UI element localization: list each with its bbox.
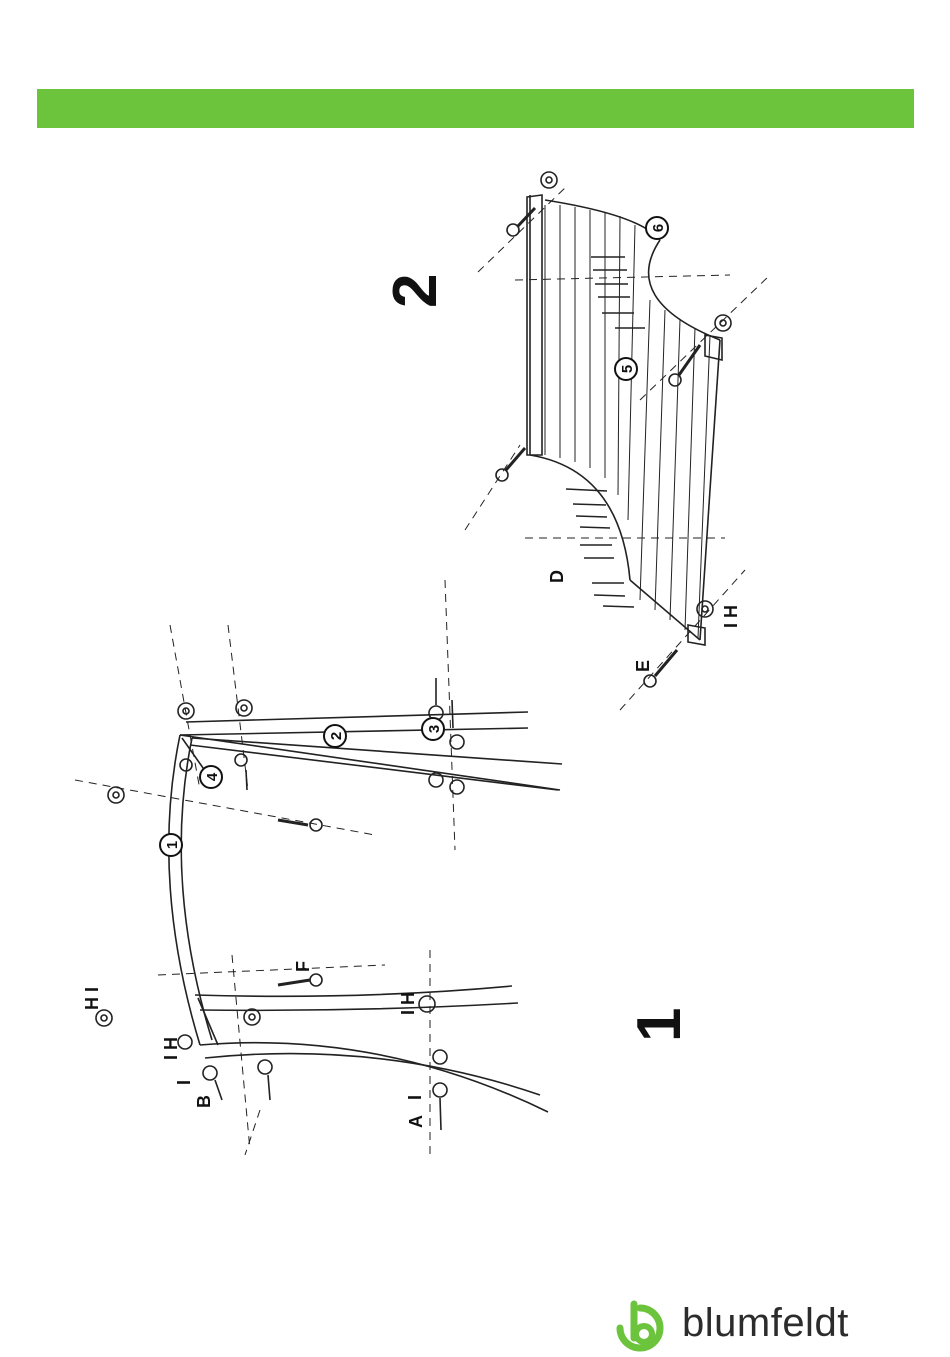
label-I-left: I <box>174 1080 194 1085</box>
brand-name: blumfeldt <box>682 1301 849 1346</box>
callout-1: 1 <box>160 834 182 856</box>
callout-6: 6 <box>646 217 668 239</box>
callout-4: 4 <box>200 766 222 788</box>
label-B: B <box>194 1095 214 1108</box>
label-E: E <box>633 660 653 672</box>
svg-text:3: 3 <box>426 725 443 733</box>
label-I-bottom: I <box>405 1095 425 1100</box>
label-IH-mid-left: I H <box>161 1037 181 1060</box>
part-callouts: 1 2 3 4 5 6 <box>160 217 668 856</box>
step-number-2: 2 <box>381 274 450 308</box>
callout-3: 3 <box>422 718 444 740</box>
svg-text:1: 1 <box>164 841 181 849</box>
blumfeldt-logo-icon <box>612 1298 672 1354</box>
label-HI-top-left: H I <box>82 987 102 1010</box>
svg-text:4: 4 <box>204 772 221 781</box>
svg-text:2: 2 <box>328 732 345 740</box>
svg-text:6: 6 <box>650 224 667 232</box>
frame-assembly <box>169 712 562 1112</box>
label-IH-mid: I H <box>398 992 418 1015</box>
callout-2: 2 <box>324 725 346 747</box>
label-F: F <box>293 961 313 972</box>
hardware-step2 <box>496 172 731 687</box>
alignment-lines-1 <box>75 580 455 1160</box>
label-IH-right: I H <box>721 605 741 628</box>
step-number-1: 1 <box>625 1008 694 1042</box>
label-D: D <box>547 570 567 583</box>
alignment-lines-2 <box>465 185 770 710</box>
svg-text:5: 5 <box>619 365 636 373</box>
label-A: A <box>406 1115 426 1128</box>
callout-5: 5 <box>615 358 637 380</box>
